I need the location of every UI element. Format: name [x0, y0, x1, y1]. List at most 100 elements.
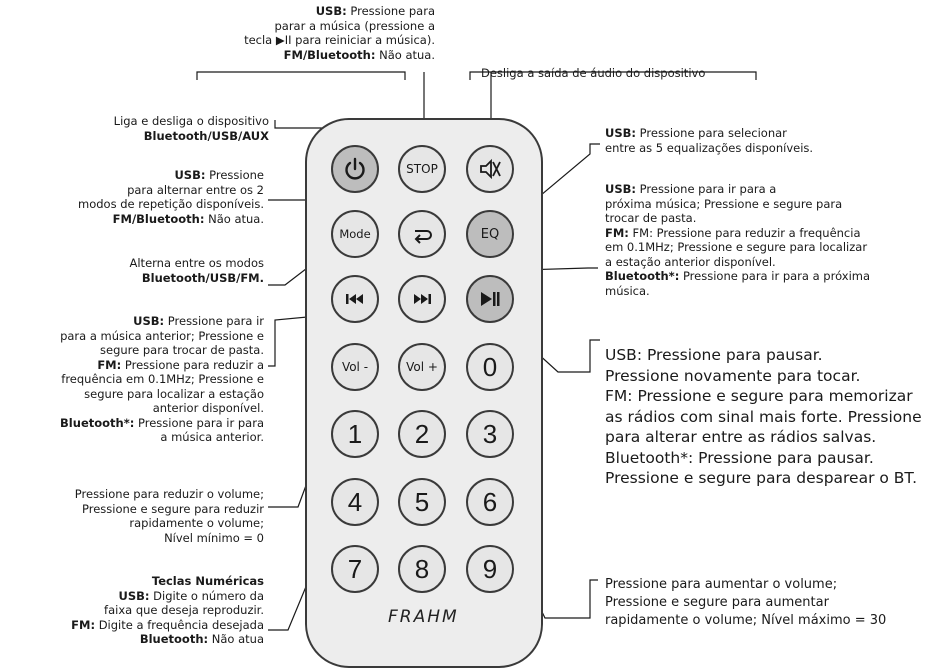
annotation-line: rapidamente o volume; Nível máximo = 30: [605, 612, 886, 630]
mute-button[interactable]: [466, 145, 514, 193]
annotation-text: Pressione novamente para tocar.: [605, 366, 861, 385]
annotation-line: Pressione e segure para aumentar: [605, 594, 886, 612]
annotation-bold: Bluetooth*:: [60, 415, 135, 430]
stop-bracket: [196, 71, 406, 80]
num-3-label: 3: [482, 418, 498, 449]
num-9-button[interactable]: 9: [466, 545, 514, 593]
annotation-text: para alternar entre os 2: [127, 182, 264, 197]
annotation-bold: FM/Bluetooth:: [112, 211, 205, 226]
annotation-line: a estação anterior disponível.: [605, 255, 870, 270]
annotation-line: segure para localizar a estação: [60, 387, 264, 402]
annotation-text: Digite o número da: [149, 588, 264, 603]
vol-up-label: Vol +: [406, 360, 438, 374]
annotation-line: Bluetooth/USB/FM.: [130, 270, 264, 286]
annotation-bold: USB:: [118, 588, 150, 603]
num-0-label: 0: [482, 351, 498, 382]
num-7-button[interactable]: 7: [331, 545, 379, 593]
vol-up-button[interactable]: Vol +: [398, 343, 446, 391]
num-6-label: 6: [482, 486, 498, 517]
annotation-line: modos de repetição disponíveis.: [78, 197, 264, 212]
annotation-text: Pressione e segure para aumentar: [605, 595, 829, 610]
num-4-label: 4: [347, 486, 363, 517]
annotation-line: USB: Pressione para pausar.: [605, 345, 922, 366]
next-button[interactable]: [398, 275, 446, 323]
annotation-text: rapidamente o volume;: [129, 516, 264, 530]
annotation-text: Não atua: [208, 632, 264, 646]
annotation-line: FM: FM: Pressione para reduzir a frequên…: [605, 226, 870, 241]
num-3-button[interactable]: 3: [466, 410, 514, 458]
annotation-bold: FM:: [97, 357, 122, 372]
vol-up-annotation: Pressione para aumentar o volume;Pressio…: [605, 576, 886, 630]
annotation-text: Pressione e segure para reduzir: [82, 501, 264, 516]
annotation-text: música.: [605, 283, 650, 298]
annotation-bold: Teclas Numéricas: [151, 574, 264, 588]
annotation-line: Bluetooth*: Pressione para ir para a pró…: [605, 269, 870, 284]
annotation-line: em 0.1MHz; Pressione e segure para local…: [605, 240, 870, 255]
annotation-line: FM: Pressione para reduzir a: [60, 358, 264, 373]
annotation-line: tecla ▶II para reiniciar a música).: [244, 33, 435, 48]
annotation-bold: FM:: [605, 225, 629, 240]
play-pause-button[interactable]: [466, 275, 514, 323]
annotation-line: parar a música (pressione a: [244, 19, 435, 34]
prev-button[interactable]: [331, 275, 379, 323]
annotation-bold: Bluetooth/USB/FM.: [141, 270, 264, 285]
annotation-line: para a música anterior; Pressione e: [60, 329, 264, 344]
num-6-button[interactable]: 6: [466, 478, 514, 526]
num-2-label: 2: [414, 418, 430, 449]
annotation-text: Nível mínimo = 0: [164, 530, 264, 545]
power-icon: [345, 157, 365, 180]
repeat-button[interactable]: [398, 210, 446, 258]
annotation-line: Pressione novamente para tocar.: [605, 366, 922, 387]
eq-button[interactable]: EQ: [466, 210, 514, 258]
power-button[interactable]: [331, 145, 379, 193]
annotation-text: trocar de pasta.: [605, 211, 697, 225]
eq-leader: [496, 143, 600, 233]
annotation-text: Digite a frequência desejada: [95, 617, 264, 632]
annotation-line: Bluetooth/USB/AUX: [114, 129, 269, 144]
vol-down-button[interactable]: Vol -: [331, 343, 379, 391]
annotation-bold: Bluetooth*:: [605, 269, 680, 283]
num-4-button[interactable]: 4: [331, 478, 379, 526]
annotation-text: as rádios com sinal mais forte. Pression…: [605, 407, 922, 426]
annotation-line: Desliga a saída de áudio do dispositivo: [481, 66, 705, 81]
annotation-line: faixa que deseja reproduzir.: [71, 603, 264, 618]
annotation-line: Pressione para reduzir o volume;: [75, 487, 264, 502]
annotation-line: entre as 5 equalizações disponíveis.: [605, 141, 813, 156]
annotation-text: faixa que deseja reproduzir.: [104, 603, 264, 617]
num-8-button[interactable]: 8: [398, 545, 446, 593]
annotation-text: frequência em 0.1MHz; Pressione e: [61, 372, 264, 386]
annotation-text: para a música anterior; Pressione e: [60, 328, 264, 343]
play-annotation: USB: Pressione para pausar. Pressione nov…: [605, 345, 922, 489]
annotation-text: Pressione para selecionar: [636, 126, 787, 140]
annotation-line: USB: Pressione: [78, 168, 264, 183]
repeat-icon: [414, 230, 432, 244]
annotation-line: USB: Pressione para: [244, 4, 435, 19]
annotation-line: Pressione e segure para desparear o BT.: [605, 468, 922, 489]
num-5-button[interactable]: 5: [398, 478, 446, 526]
annotation-line: Bluetooth: Não atua: [71, 632, 264, 647]
num-5-label: 5: [414, 486, 430, 517]
vol-down-label: Vol -: [341, 360, 369, 374]
mute-bracket: [469, 71, 757, 80]
annotation-text: Liga e desliga o dispositivo: [113, 114, 269, 128]
annotation-text: Desliga a saída de áudio do dispositivo: [481, 66, 706, 80]
vol-down-annotation: Pressione para reduzir o volume;Pression…: [75, 487, 264, 545]
num-1-button[interactable]: 1: [331, 410, 379, 458]
annotation-text: tecla ▶II para reiniciar a música).: [244, 33, 435, 47]
stop-label: STOP: [406, 162, 438, 176]
num-2-button[interactable]: 2: [398, 410, 446, 458]
mode-button[interactable]: Mode: [331, 210, 379, 258]
annotation-line: FM: Pressione e segure para memorizar: [605, 386, 922, 407]
brand-logo: FRAHM: [388, 607, 459, 627]
annotation-text: Pressione para reduzir o volume;: [74, 487, 264, 501]
stop-button[interactable]: STOP: [398, 145, 446, 193]
annotation-bold: USB:: [133, 314, 165, 328]
annotation-text: modos de repetição disponíveis.: [78, 197, 264, 211]
num-0-button[interactable]: 0: [466, 343, 514, 391]
annotation-text: segure para localizar a estação: [84, 386, 264, 401]
annotation-line: FM: Digite a frequência desejada: [71, 618, 264, 633]
annotation-text: USB: Pressione para pausar.: [605, 346, 823, 364]
